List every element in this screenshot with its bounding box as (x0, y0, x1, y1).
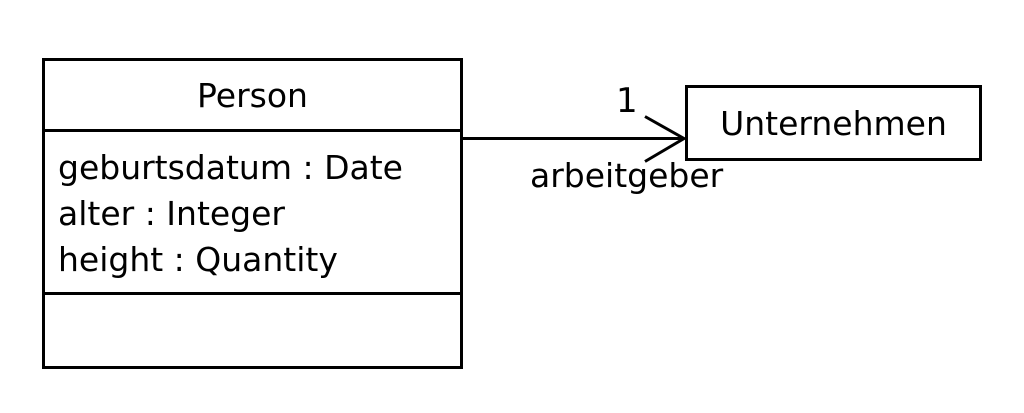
class-attributes-person: geburtsdatum : Date alter : Integer heig… (45, 132, 460, 295)
class-name-unternehmen: Unternehmen (720, 103, 947, 143)
open-arrowhead-icon (644, 115, 688, 163)
class-name-person: Person (45, 61, 460, 132)
association-multiplicity-label: 1 (616, 81, 638, 121)
class-operations-person-empty (45, 295, 460, 366)
attribute-height: height : Quantity (58, 240, 338, 279)
class-box-unternehmen: Unternehmen (685, 85, 982, 161)
association-role-label: arbeitgeber (530, 156, 724, 195)
attribute-alter: alter : Integer (58, 194, 286, 233)
class-box-person: Person geburtsdatum : Date alter : Integ… (42, 58, 463, 369)
attribute-geburtsdatum: geburtsdatum : Date (58, 148, 403, 187)
